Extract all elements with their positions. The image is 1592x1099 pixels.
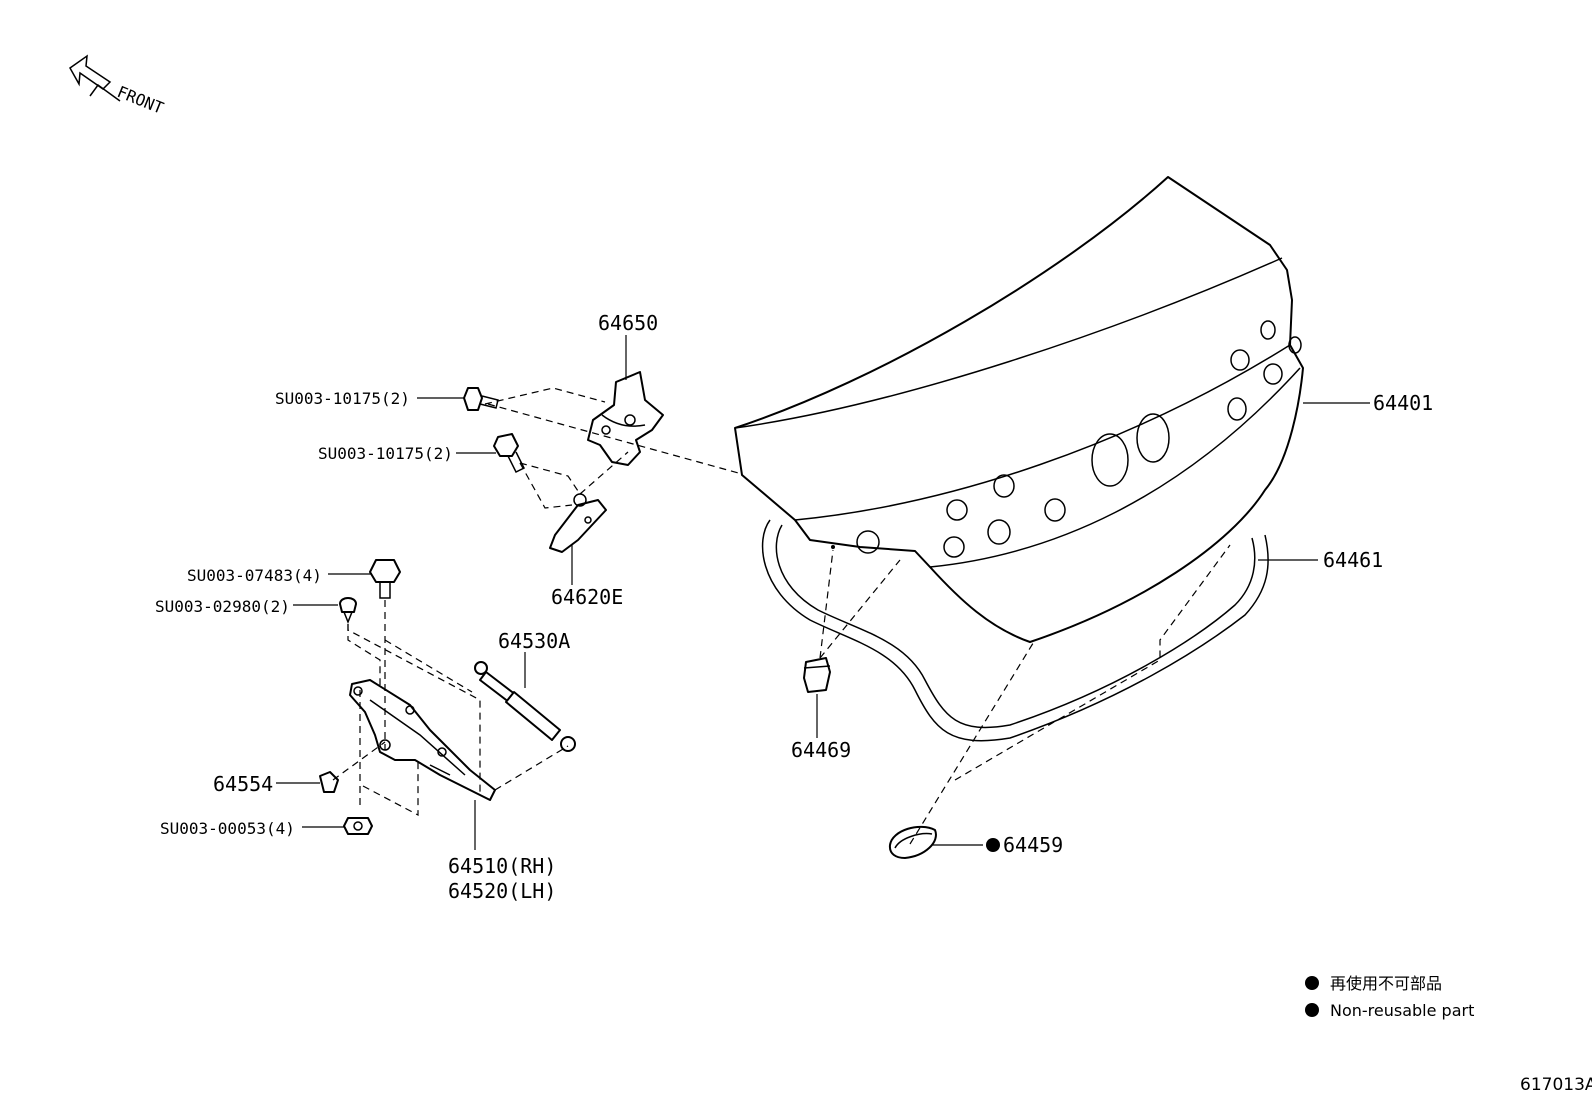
diagram-code: 617013A (1520, 1075, 1592, 1095)
label-64530a: 64530A (498, 629, 570, 653)
label-su003-07483: SU003-07483(4) (187, 566, 322, 585)
label-64461: 64461 (1323, 548, 1383, 572)
bumper-64469 (803, 657, 831, 693)
cushion-64554 (319, 771, 339, 793)
bolt-su003-10175-upper (463, 387, 499, 411)
label-su003-10175-upper: SU003-10175(2) (275, 389, 410, 408)
trunk-lock (587, 371, 664, 466)
legend-dot-icon (1305, 1003, 1319, 1017)
gas-strut (474, 661, 576, 752)
plug-64459 (888, 825, 937, 859)
trunk-striker (549, 493, 607, 553)
assembly-lines (332, 387, 1231, 845)
bolt-su003-07483 (369, 559, 401, 599)
label-su003-10175-lower: SU003-10175(2) (318, 444, 453, 463)
nut-su003-00053 (343, 817, 373, 835)
label-64520-lh: 64520(LH) (448, 879, 556, 903)
label-64554: 64554 (213, 772, 273, 796)
label-su003-00053: SU003-00053(4) (160, 819, 295, 838)
leader-lines (276, 335, 1370, 850)
label-64401: 64401 (1373, 391, 1433, 415)
non-reusable-dot-icon (986, 838, 1000, 852)
legend-line-jp: 再使用不可部品 (1330, 974, 1442, 993)
label-su003-02980: SU003-02980(2) (155, 597, 290, 616)
label-64620e: 64620E (551, 585, 623, 609)
label-64469: 64469 (791, 738, 851, 762)
label-64510-rh: 64510(RH) (448, 854, 556, 878)
label-64650: 64650 (598, 311, 658, 335)
clip-su003-02980 (339, 597, 357, 625)
legend-dot-icon (1305, 976, 1319, 990)
front-arrow-icon (69, 54, 121, 102)
trunk-lid-panel (734, 176, 1304, 643)
legend-line-en: Non-reusable part (1330, 1001, 1474, 1020)
weatherstrip-seal (761, 519, 1269, 742)
bolt-su003-10175-lower (493, 433, 526, 474)
label-64459: 64459 (1003, 833, 1063, 857)
legend: 再使用不可部品 Non-reusable part (1305, 974, 1474, 1020)
trunk-hinge (349, 679, 496, 801)
front-label: FRONT (115, 82, 167, 118)
